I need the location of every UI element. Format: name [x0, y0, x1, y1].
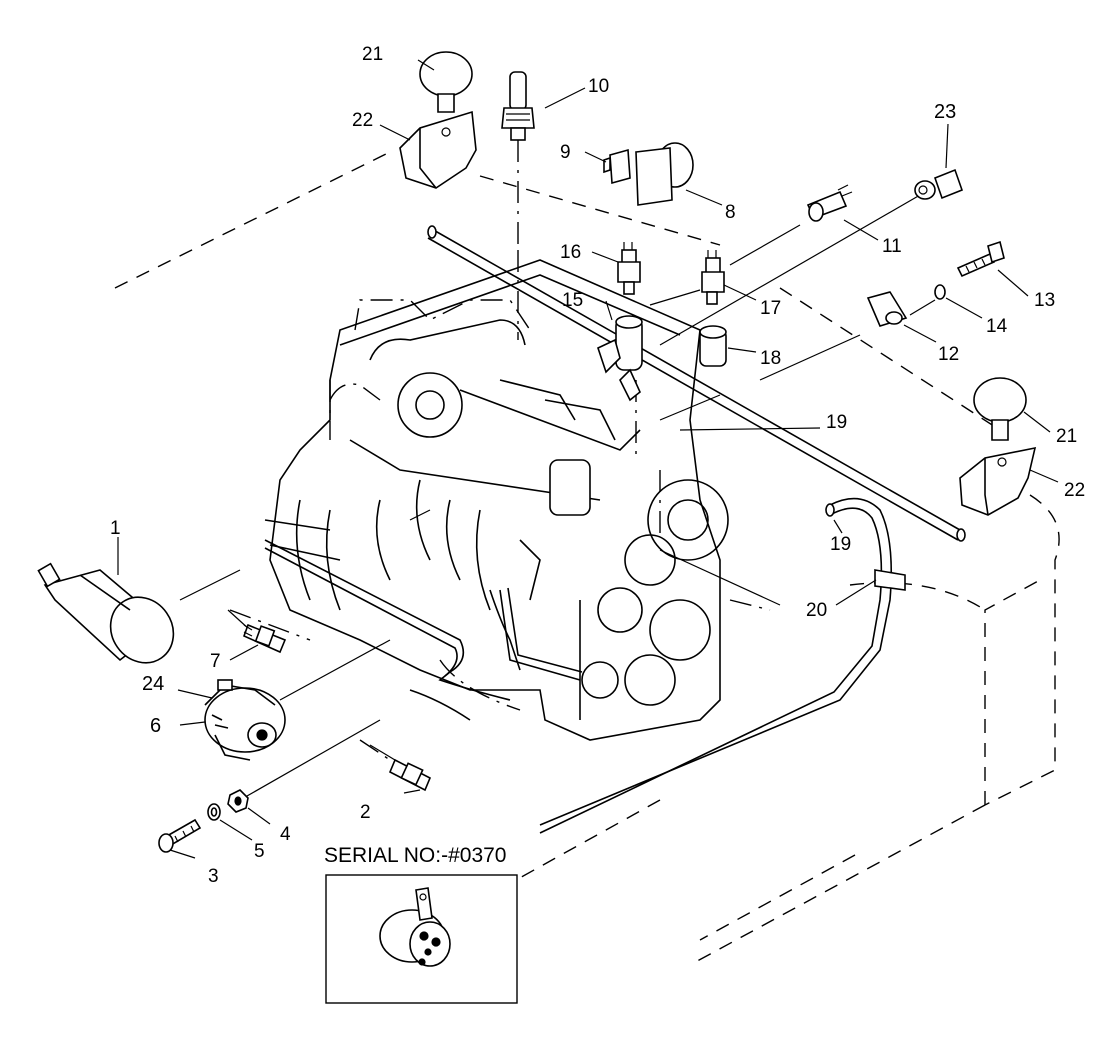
callout-21-upper: 21	[362, 44, 383, 65]
callout-1: 1	[110, 518, 121, 539]
sensor-part-2	[388, 758, 432, 792]
tube-19-lower	[539, 497, 906, 834]
sender-part-16	[617, 242, 641, 295]
callout-13: 13	[1034, 290, 1055, 311]
callout-23: 23	[934, 101, 956, 123]
serial-inset: SERIAL NO:-#0370	[324, 844, 518, 1004]
engine-block	[264, 259, 729, 741]
callout-11: 11	[882, 236, 902, 257]
housing-part-15	[597, 315, 643, 402]
callout-22-lower: 22	[1064, 480, 1085, 501]
callout-3: 3	[208, 866, 219, 887]
leader-lines	[179, 194, 936, 801]
callout-2: 2	[360, 802, 371, 823]
adapter-part-23	[914, 168, 964, 200]
callout-4: 4	[280, 824, 291, 845]
gauge-part-21-upper	[419, 51, 473, 113]
callout-19-lower: 19	[830, 534, 851, 555]
callout-17: 17	[760, 298, 781, 319]
bracket-part-22-lower	[959, 446, 1037, 516]
callout-24: 24	[142, 673, 164, 695]
serial-label: SERIAL NO:-#0370	[324, 844, 506, 867]
alternator-inset-part-6	[379, 887, 451, 967]
alternator-part-6	[204, 679, 286, 761]
clip-part-12	[866, 291, 908, 327]
bolt-part-3	[158, 818, 202, 853]
bracket-part-22-upper	[399, 110, 477, 189]
callout-22-upper: 22	[352, 110, 373, 131]
callout-16: 16	[560, 242, 581, 263]
callout-9: 9	[560, 142, 571, 163]
callout-19-upper: 19	[826, 412, 847, 433]
callout-labels: 1 2 3 4 5 6 6 7 8 9 10 11 12 13 14 15 16…	[110, 44, 1085, 955]
filter-canister-part-1	[37, 562, 175, 664]
callout-7: 7	[210, 651, 221, 672]
sender-part-17	[701, 250, 725, 305]
callout-20: 20	[806, 600, 827, 621]
nut-part-4	[227, 789, 249, 813]
callout-14: 14	[986, 316, 1008, 337]
connector-part-9	[603, 148, 631, 185]
sensor-part-7	[242, 623, 287, 654]
callout-18: 18	[760, 348, 781, 369]
washer-part-5	[207, 803, 221, 821]
engine-pipe	[264, 539, 583, 701]
callout-10: 10	[588, 76, 609, 97]
callout-15: 15	[562, 290, 583, 311]
rod-19-upper	[427, 225, 966, 542]
bolt-part-13	[956, 240, 1005, 278]
sleeve-part-18	[699, 325, 727, 367]
switch-part-11	[806, 184, 853, 222]
gauge-part-21-lower	[973, 377, 1027, 441]
callout-12: 12	[938, 344, 959, 365]
sender-part-10	[501, 71, 535, 141]
gauge-part-8	[635, 142, 694, 206]
callout-21-lower: 21	[1056, 426, 1077, 447]
callout-6-alternator: 6	[150, 715, 161, 737]
callout-8: 8	[725, 202, 736, 223]
callout-5: 5	[254, 841, 265, 862]
callout-leaders	[117, 59, 1059, 941]
washer-part-14	[934, 284, 946, 300]
